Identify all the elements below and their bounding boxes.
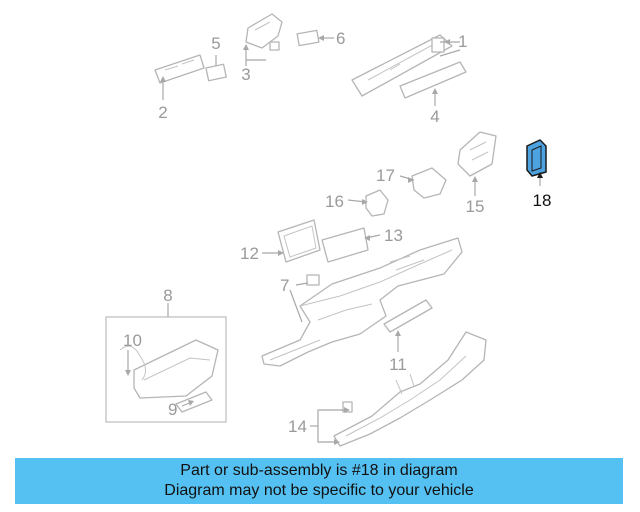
callout-10: 10 (123, 331, 142, 350)
banner-line-1: Part or sub-assembly is #18 in diagram (180, 462, 458, 479)
part-14 (342, 401, 353, 413)
callout-5: 5 (211, 34, 220, 53)
callout-15: 15 (466, 197, 485, 216)
part-12 (277, 219, 321, 263)
callout-7: 7 (280, 276, 289, 295)
callout-3: 3 (241, 65, 250, 84)
callout-12: 12 (240, 244, 259, 263)
callout-4: 4 (430, 107, 439, 126)
part-4 (399, 61, 467, 99)
callout-labels: 1 2 3 4 5 6 7 8 9 10 11 12 13 14 15 16 1… (123, 29, 551, 436)
callout-6: 6 (336, 29, 345, 48)
callout-1: 1 (458, 32, 467, 51)
part-17 (411, 167, 447, 199)
callout-2: 2 (158, 103, 167, 122)
callout-16: 16 (325, 192, 344, 211)
callout-18: 18 (533, 191, 552, 210)
part-16 (365, 189, 389, 217)
callout-11: 11 (389, 355, 407, 374)
leader-lines (127, 37, 541, 443)
instrument-panel (261, 237, 463, 367)
info-banner: Part or sub-assembly is #18 in diagram D… (15, 458, 623, 504)
part-8-box (105, 316, 227, 423)
part-3 (245, 13, 283, 51)
part-5 (205, 63, 227, 82)
parts-diagram: 1 2 3 4 5 6 7 8 9 10 11 12 13 14 15 16 1… (105, 13, 551, 447)
lower-panel (333, 331, 487, 447)
part-15 (457, 131, 497, 177)
part-6 (296, 29, 320, 47)
callout-17: 17 (376, 166, 395, 185)
callout-8: 8 (163, 286, 172, 305)
banner-line-2: Diagram may not be specific to your vehi… (164, 482, 474, 499)
part-13 (321, 227, 369, 263)
part-11 (383, 299, 433, 333)
part-2 (154, 54, 205, 84)
part-18 (526, 139, 547, 177)
callout-9: 9 (168, 400, 177, 419)
leader-arrows (125, 35, 543, 445)
callout-14: 14 (288, 417, 307, 436)
callout-13: 13 (384, 226, 403, 245)
part-7 (306, 274, 320, 286)
